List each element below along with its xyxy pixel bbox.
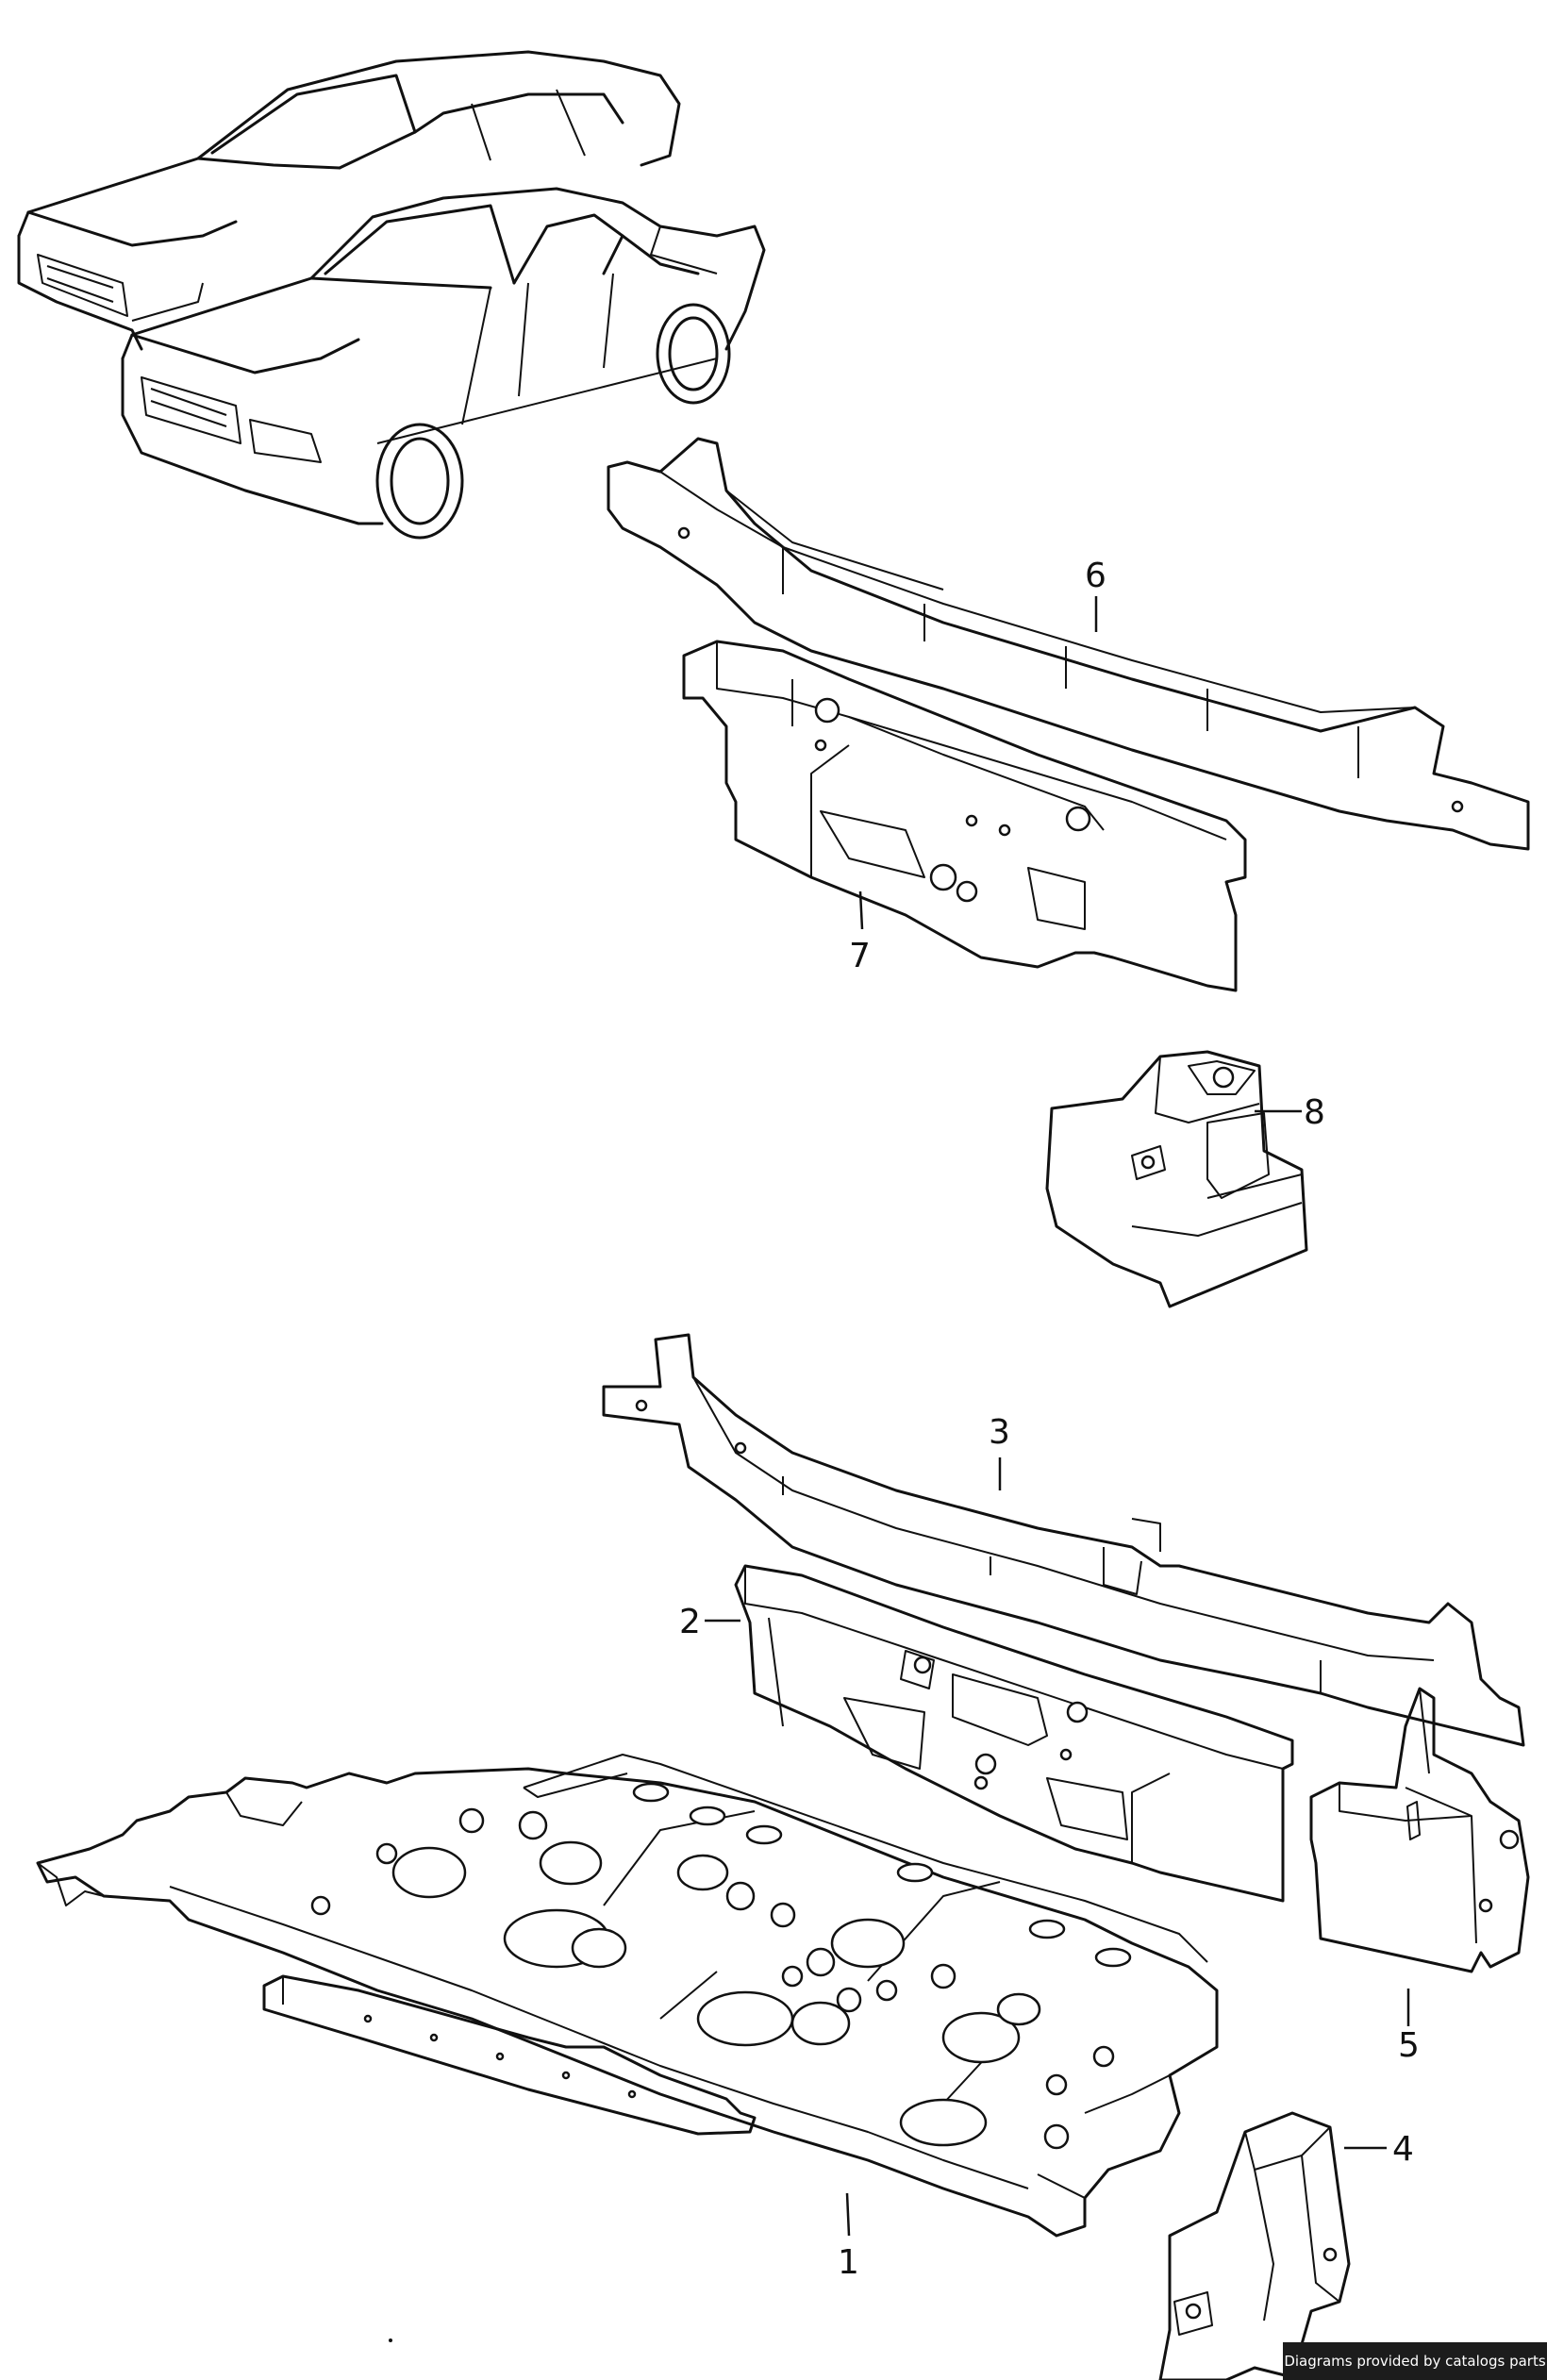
opening [391,1846,467,1899]
callout-8: 8 [1304,1093,1325,1132]
leader-7 [858,890,864,930]
front-wheel-arch [375,423,464,540]
callout-2: 2 [679,1603,701,1641]
part-5-side-reinforcement [1309,1687,1530,1973]
vehicle-illustration [17,50,766,540]
part-1-front-strip [262,1974,757,2136]
callout-1: 1 [838,2243,859,2282]
wagon-car-outline [17,50,681,351]
part-7-rear-panel-inner [682,640,1247,992]
leader-lines [705,596,1410,2237]
leader-1 [845,2192,851,2237]
callout-3: 3 [989,1413,1010,1452]
part-8-bracket [1045,1050,1308,1308]
callout-5: 5 [1398,2026,1420,2065]
rear-wheel-arch [656,303,731,405]
callout-4: 4 [1392,2130,1414,2169]
credit-banner: Diagrams provided by catalogs parts [1283,2342,1547,2380]
callout-labels: 6 7 8 3 2 5 4 1 [679,557,1420,2282]
part-6-upper-rear-crossmember [607,437,1530,851]
part-1-parcel-shelf [36,1754,1219,2238]
sedan-car-outline [121,187,766,540]
part-3-lower-rear-crossmember [602,1333,1525,1747]
callout-7: 7 [849,937,871,975]
stray-dot [389,2338,392,2342]
callout-6: 6 [1085,557,1106,595]
part-2-rear-panel-lower [734,1564,1294,1903]
part-4-corner-bracket [1158,2111,1351,2380]
